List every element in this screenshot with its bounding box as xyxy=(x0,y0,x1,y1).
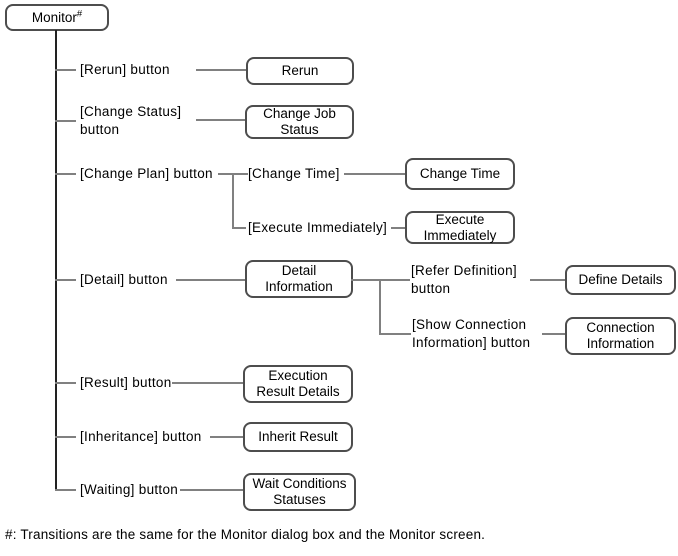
footnote-text: #: Transitions are the same for the Moni… xyxy=(5,527,486,542)
tick-rerun xyxy=(55,69,76,71)
tick-execute-immediately xyxy=(232,227,246,229)
screen-box-execute-immediately: Execute Immediately xyxy=(405,211,515,244)
trigger-label-waiting: [Waiting] button xyxy=(80,482,179,497)
junction-detail xyxy=(379,279,381,335)
screen-box-detail-information: Detail Information xyxy=(245,260,353,298)
tick-result xyxy=(55,382,76,384)
tick-waiting xyxy=(55,489,76,491)
tick-detail xyxy=(55,279,76,281)
screen-box-change-time: Change Time xyxy=(405,158,515,190)
trigger-label-rerun: [Rerun] button xyxy=(80,62,170,77)
trigger-label-inheritance: [Inheritance] button xyxy=(80,429,202,444)
connector-result xyxy=(172,382,243,384)
screen-box-connection-information: Connection Information xyxy=(565,317,676,355)
screen-box-define-details: Define Details xyxy=(565,265,676,295)
trigger-label-detail: [Detail] button xyxy=(80,272,168,287)
trigger-label-change-status: [Change Status] button xyxy=(80,104,182,137)
connector-change-time xyxy=(344,173,405,175)
connector-inheritance xyxy=(210,436,243,438)
tick-inheritance xyxy=(55,436,76,438)
trigger-label-result: [Result] button xyxy=(80,375,172,390)
tick-show-connection xyxy=(379,333,411,335)
trigger-label-change-time: [Change Time] xyxy=(248,166,340,181)
connector-connection-information xyxy=(542,333,565,335)
footnote-mark: # xyxy=(76,8,83,19)
screen-box-rerun: Rerun xyxy=(246,57,354,85)
connector-change-status xyxy=(196,119,245,121)
monitor-root-box: Monitor# xyxy=(5,4,109,31)
trigger-label-change-plan: [Change Plan] button xyxy=(80,166,213,181)
screen-box-change-job-status: Change Job Status xyxy=(245,105,354,139)
trigger-label-refer-definition: [Refer Definition] button xyxy=(411,263,517,296)
screen-box-wait-conditions-statuses: Wait Conditions Statuses xyxy=(243,473,356,511)
connector-detail xyxy=(176,279,245,281)
connector-rerun xyxy=(196,69,246,71)
trigger-label-execute-immediately: [Execute Immediately] xyxy=(248,220,388,235)
trunk-line xyxy=(55,30,57,491)
tick-change-plan xyxy=(55,173,76,175)
trigger-label-show-connection: [Show Connection Information] button xyxy=(412,317,531,350)
screen-box-inherit-result: Inherit Result xyxy=(243,422,353,452)
junction-change-plan xyxy=(232,173,234,229)
tick-change-status xyxy=(55,120,76,122)
connector-define-details xyxy=(530,279,565,281)
monitor-root-label: Monitor# xyxy=(31,8,83,25)
connector-execute-immediately xyxy=(391,227,405,229)
connector-waiting xyxy=(180,489,243,491)
screen-box-execution-result-details: Execution Result Details xyxy=(243,365,353,403)
